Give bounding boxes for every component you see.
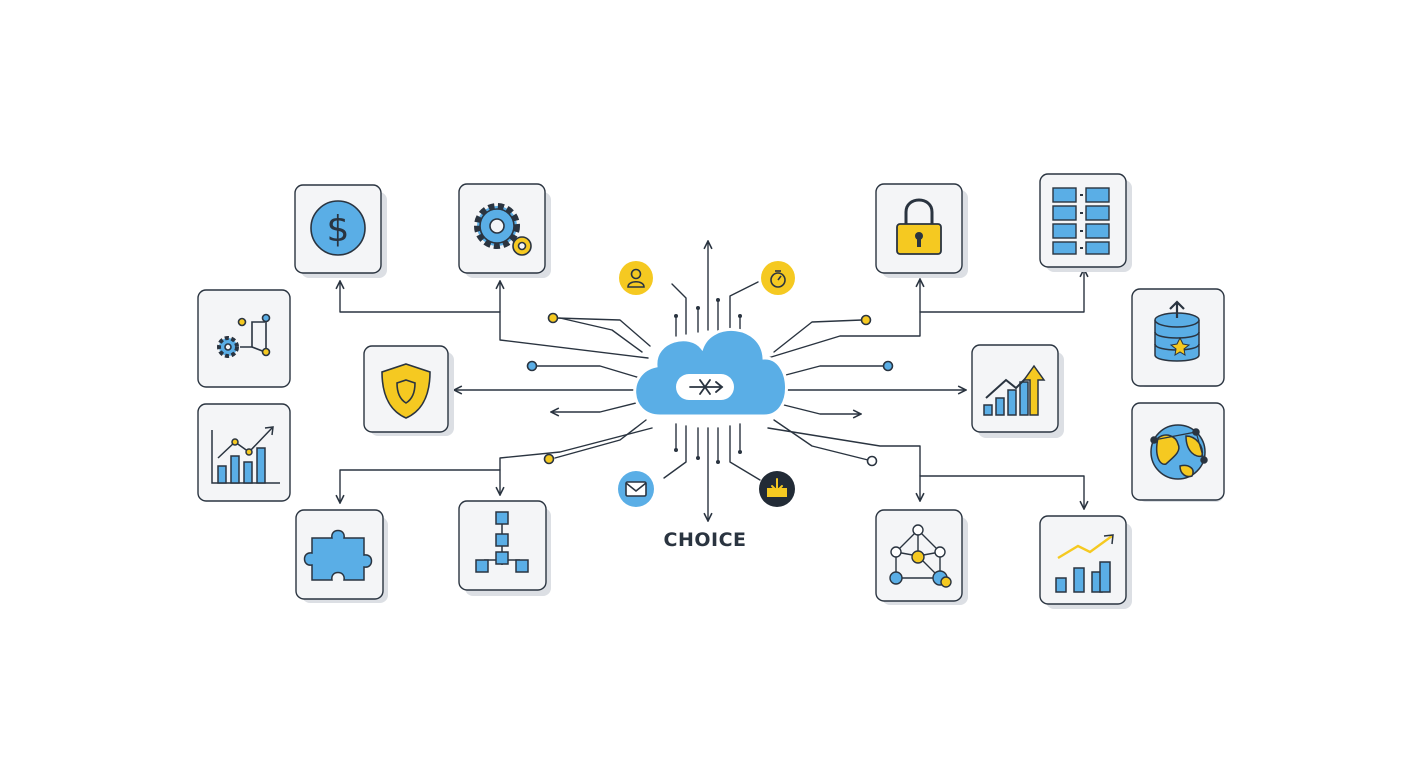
database-upload-icon <box>1154 300 1200 362</box>
cloud-hub <box>633 327 788 418</box>
tile-network <box>875 509 968 605</box>
cloud-merge-icon <box>689 379 724 395</box>
user-icon <box>627 268 645 288</box>
tile-globe <box>1131 402 1225 502</box>
tile-gears <box>458 183 551 278</box>
inbox-download-icon <box>767 478 787 497</box>
tile-database-upload <box>1131 288 1225 387</box>
tile-rising-bars <box>971 344 1064 438</box>
tile-workflow <box>197 289 291 388</box>
globe-network-icon <box>1150 424 1208 480</box>
badge-timer <box>761 261 795 295</box>
hierarchy-icon <box>475 511 529 573</box>
padlock-icon <box>896 198 942 255</box>
caption-label: CHOICE <box>663 529 747 551</box>
badge-inbox <box>759 471 795 507</box>
mail-icon <box>625 481 647 497</box>
tile-growth-chart <box>197 403 291 502</box>
svg-text:$: $ <box>327 209 350 250</box>
gears-icon <box>474 203 532 256</box>
tile-hierarchy <box>458 500 551 596</box>
tile-server-grid <box>1039 173 1132 272</box>
shield-icon <box>381 363 431 419</box>
connector-dollar <box>559 317 643 353</box>
badge-mail <box>618 471 654 507</box>
network-nodes-icon <box>889 524 952 588</box>
tile-puzzle <box>295 509 388 603</box>
terminal-dots <box>526 298 894 467</box>
timer-icon <box>770 270 786 288</box>
connector-lines <box>340 242 1084 520</box>
gear-workflow-icon <box>217 313 271 358</box>
tile-lock <box>875 183 968 278</box>
rising-bars-arrow-icon <box>983 364 1046 416</box>
tile-dollar: $ <box>294 184 387 278</box>
server-rack-icon <box>1052 187 1110 255</box>
badge-user <box>619 261 653 295</box>
tile-shield <box>363 345 454 436</box>
puzzle-piece-icon <box>303 529 373 581</box>
trend-chart-icon <box>1055 534 1114 593</box>
bar-line-chart-icon <box>211 426 280 484</box>
dollar-circle-icon: $ <box>310 200 366 256</box>
tile-trend-chart <box>1039 515 1132 609</box>
